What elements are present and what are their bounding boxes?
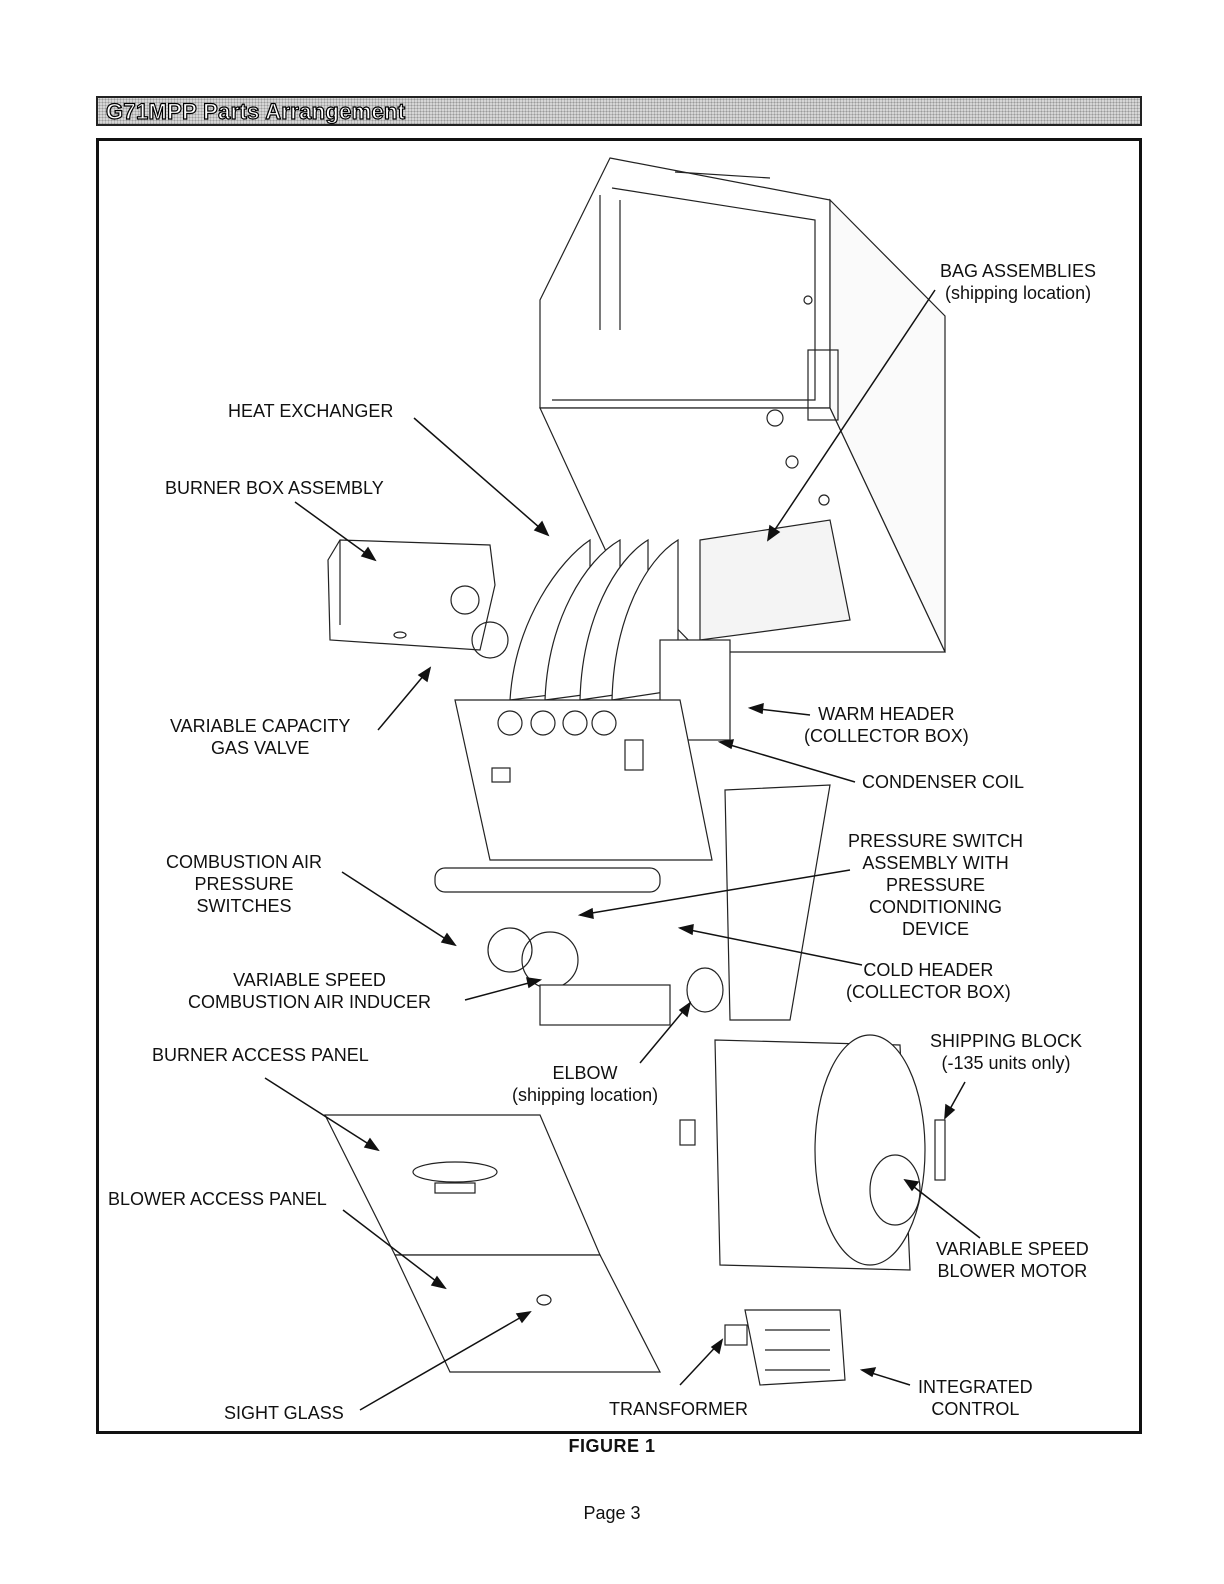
label-bag-assemblies: BAG ASSEMBLIES(shipping location) bbox=[940, 261, 1097, 303]
label-warm-header: WARM HEADER(COLLECTOR BOX) bbox=[804, 704, 969, 746]
condenser-coil-drawing bbox=[724, 784, 831, 1021]
label-elbow: ELBOW(shipping location) bbox=[512, 1063, 659, 1105]
figure-frame bbox=[96, 138, 1142, 1434]
label-burner-box-assembly: BURNER BOX ASSEMBLY bbox=[165, 478, 384, 498]
integrated-control-drawing bbox=[724, 1309, 846, 1386]
label-burner-access-panel: BURNER ACCESS PANEL bbox=[152, 1045, 369, 1065]
section-title: G71MPP Parts Arrangement bbox=[105, 98, 406, 124]
label-heat-exchanger: HEAT EXCHANGER bbox=[228, 401, 394, 421]
label-transformer: TRANSFORMER bbox=[609, 1399, 748, 1419]
label-cold-header: COLD HEADER(COLLECTOR BOX) bbox=[846, 960, 1011, 1002]
label-blower-access-panel: BLOWER ACCESS PANEL bbox=[108, 1189, 327, 1209]
cabinet-drawing bbox=[539, 157, 946, 653]
blower-drawing bbox=[679, 1034, 946, 1271]
inducer-drawing bbox=[434, 867, 724, 1026]
figure-caption: FIGURE 1 bbox=[568, 1436, 656, 1456]
label-sight-glass: SIGHT GLASS bbox=[224, 1403, 344, 1423]
burner-box-drawing bbox=[327, 539, 509, 659]
heat-exchanger-drawing bbox=[509, 538, 731, 741]
label-shipping-block: SHIPPING BLOCK(-135 units only) bbox=[930, 1031, 1083, 1073]
section-header-bar: G71MPP Parts Arrangement bbox=[96, 96, 1142, 126]
page-number: Page 3 bbox=[583, 1503, 641, 1523]
vestibule-panel-drawing bbox=[454, 699, 713, 861]
label-condenser-coil: CONDENSER COIL bbox=[862, 772, 1025, 792]
